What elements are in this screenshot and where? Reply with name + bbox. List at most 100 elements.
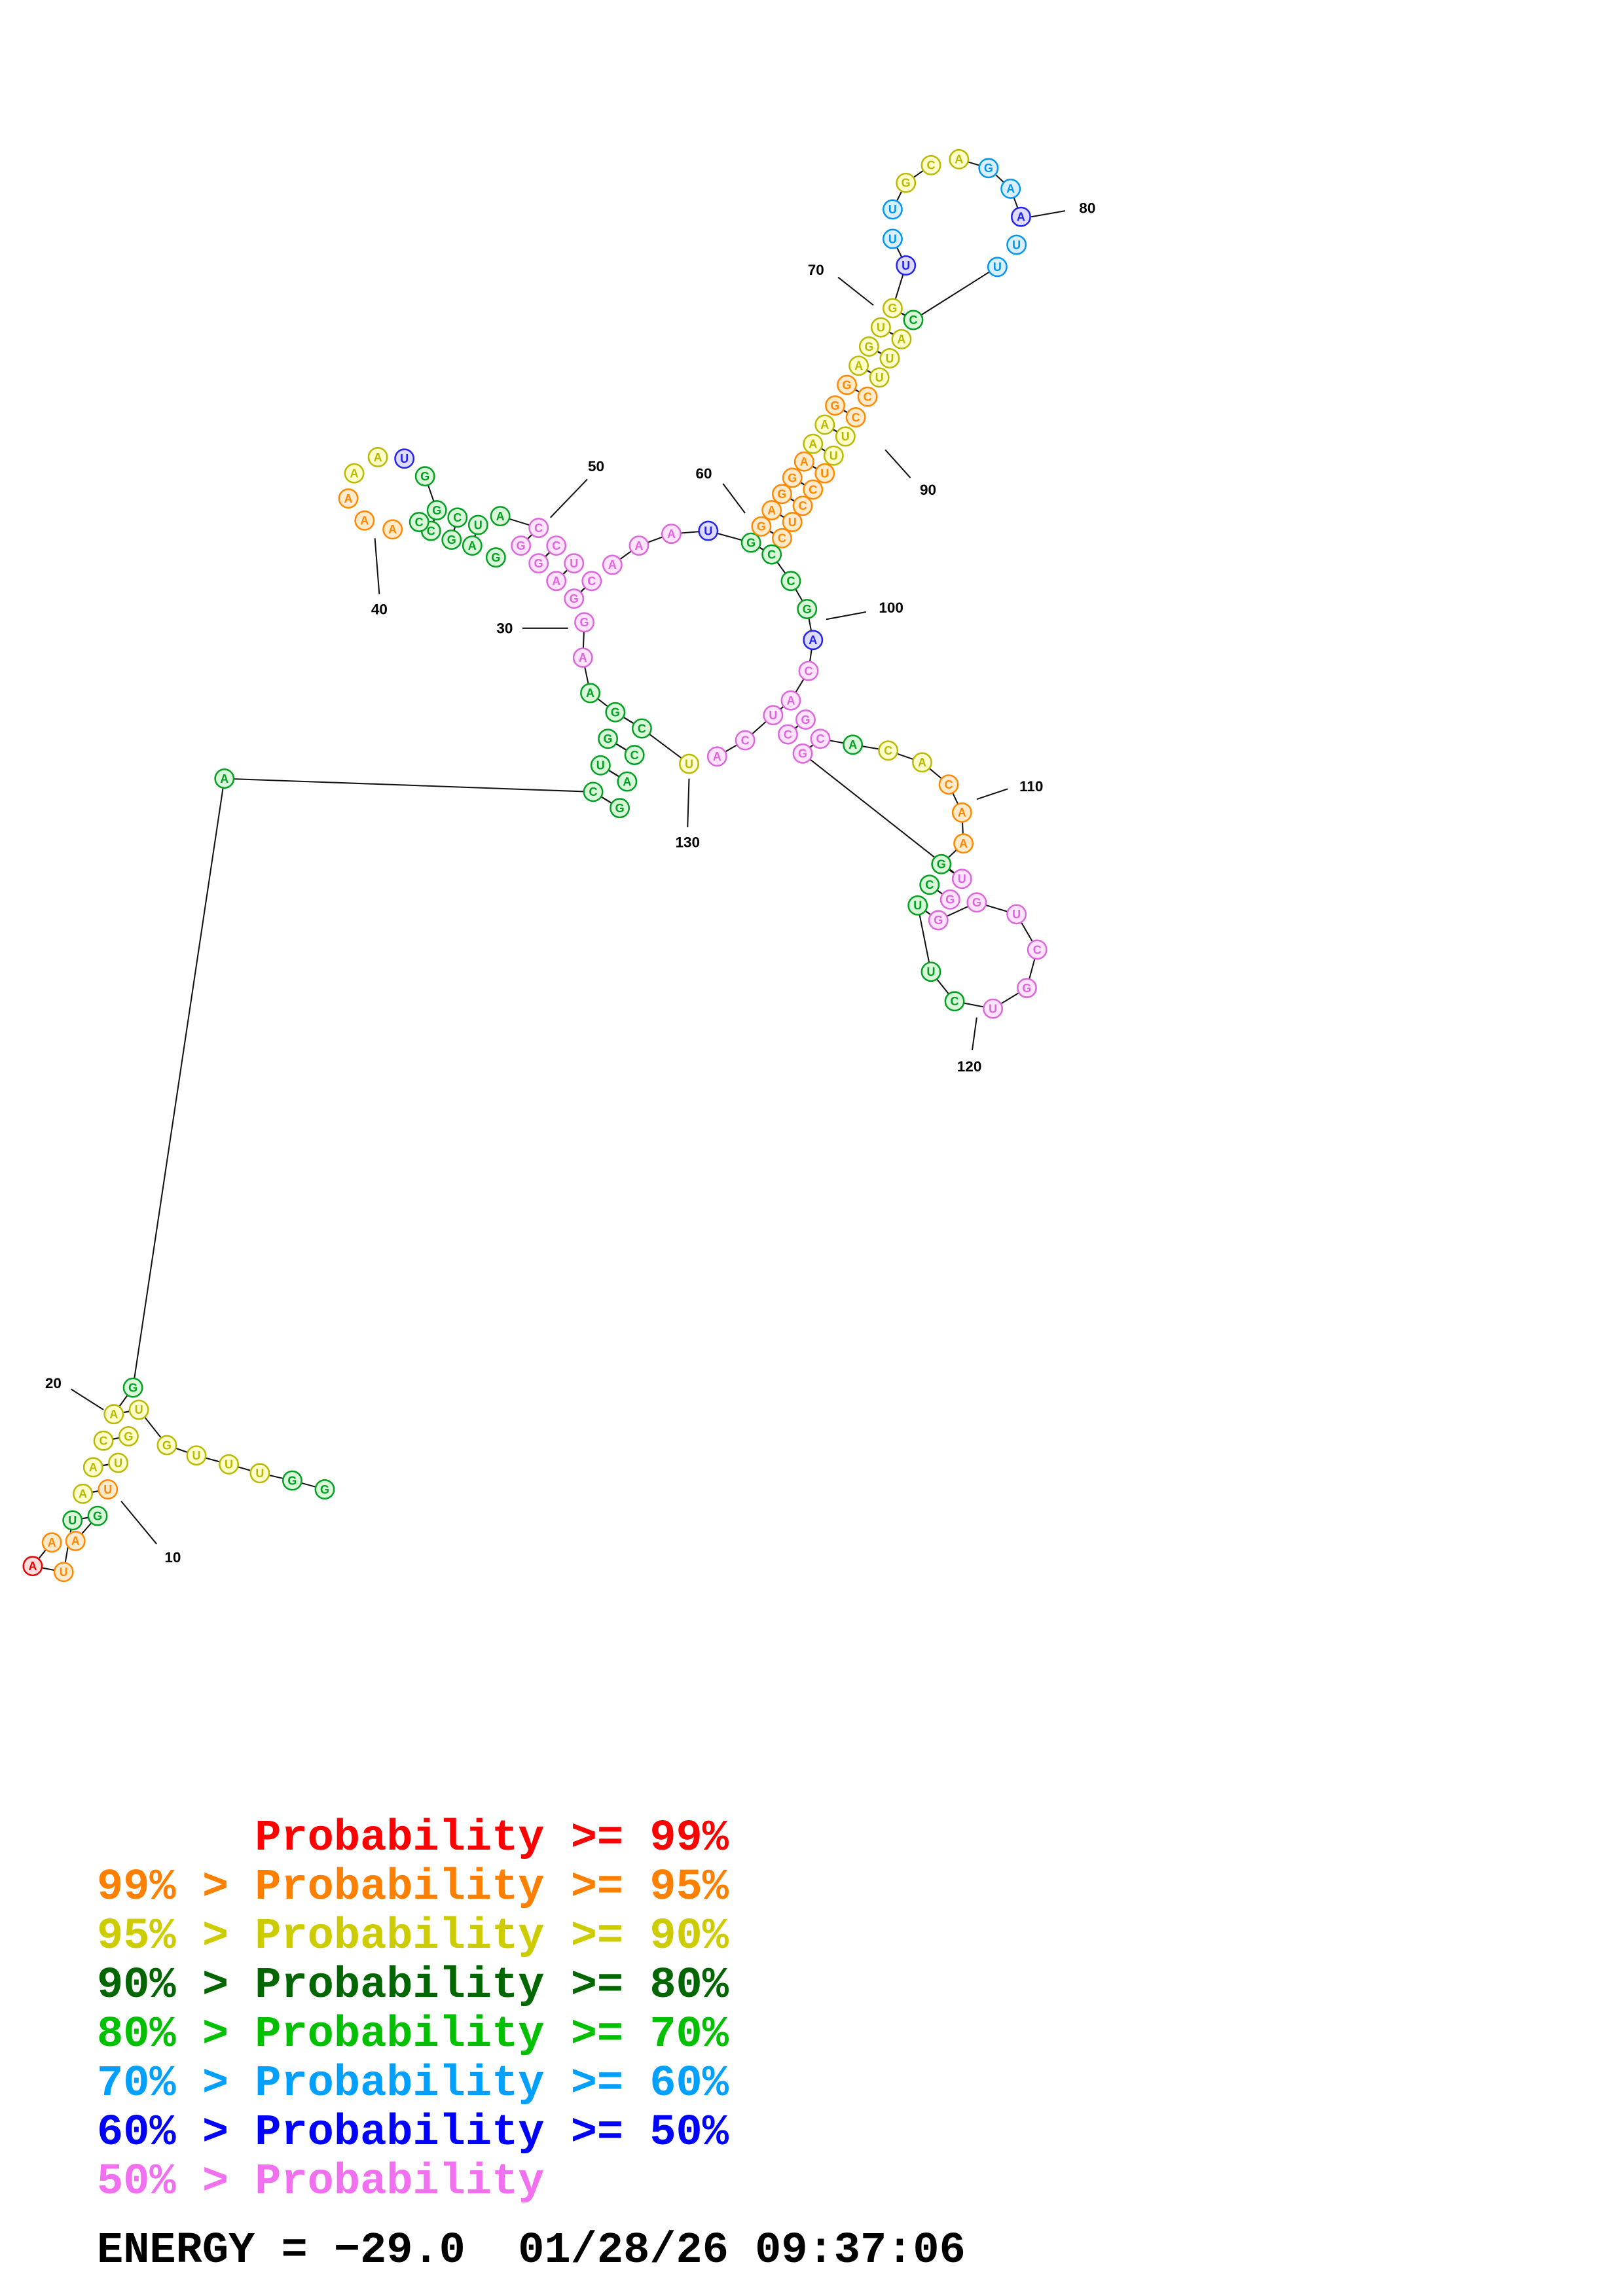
nucleotide-letter: C [415, 516, 424, 529]
label-leader-line [826, 611, 867, 620]
nucleotide-letter: G [746, 536, 756, 549]
nucleotide-G: G [118, 1426, 139, 1446]
nucleotide-A: A [580, 683, 600, 704]
nucleotide-letter: A [820, 418, 829, 431]
nucleotide-U: U [62, 1510, 83, 1531]
nucleotide-letter: G [843, 378, 852, 391]
nucleotide-C: C [772, 528, 792, 548]
nucleotide-letter: A [109, 1408, 118, 1421]
nucleotide-letter: G [798, 747, 807, 761]
nucleotide-letter: A [848, 738, 857, 751]
nucleotide-U: U [564, 553, 585, 574]
nucleotide-letter: A [623, 775, 631, 788]
nucleotide-G: G [795, 709, 816, 730]
nucleotide-letter: U [570, 557, 578, 570]
nucleotide-U: U [879, 348, 900, 368]
nucleotide-G: G [414, 466, 435, 487]
nucleotide-letter: A [468, 539, 477, 552]
nucleotide-U: U [1006, 904, 1027, 925]
nucleotide-letter: G [287, 1474, 297, 1487]
nucleotide-G: G [782, 467, 803, 488]
nucleotide-letter: U [913, 899, 922, 912]
nucleotide-letter: C [816, 732, 825, 745]
legend-line: Probability >= 99% [97, 1814, 729, 1863]
nucleotide-letter: U [474, 518, 483, 531]
nucleotide-letter: U [875, 371, 884, 384]
nucleotide-letter: C [587, 575, 596, 588]
nucleotide-A: A [951, 802, 972, 823]
nucleotide-C: C [93, 1430, 114, 1451]
nucleotide-letter: C [453, 511, 462, 524]
position-label: 90 [920, 482, 936, 498]
label-leader-line [687, 778, 690, 827]
nucleotide-U: U [782, 512, 803, 533]
nucleotide-C: C [761, 544, 782, 565]
nucleotide-letter: G [902, 177, 911, 190]
nucleotide-letter: U [685, 757, 693, 770]
legend-line: 80% > Probability >= 70% [97, 2010, 729, 2060]
nucleotide-G: G [978, 158, 999, 179]
nucleotide-G: G [837, 374, 858, 395]
nucleotide-letter: C [926, 159, 935, 172]
nucleotide-G: G [122, 1377, 143, 1398]
nucleotide-letter: A [786, 694, 795, 708]
nucleotide-U: U [951, 869, 972, 889]
nucleotide-U: U [882, 199, 903, 220]
nucleotide-G: G [939, 889, 960, 910]
label-leader-line [549, 478, 588, 518]
nucleotide-G: G [574, 612, 594, 633]
position-label: 100 [879, 600, 903, 616]
nucleotide-letter: G [611, 706, 620, 719]
nucleotide-G: G [751, 516, 772, 537]
nucleotide-letter: G [757, 520, 766, 533]
nucleotide-A: A [1010, 206, 1031, 227]
position-label: 70 [808, 262, 824, 278]
nucleotide-U: U [882, 228, 903, 249]
nucleotide-letter: G [162, 1439, 172, 1452]
nucleotide-letter: A [388, 523, 397, 536]
nucleotide-G: G [825, 395, 845, 416]
nucleotide-C: C [780, 571, 801, 592]
nucleotide-A: A [761, 500, 782, 520]
nucleotide-A: A [814, 414, 835, 435]
nucleotide-A: A [602, 554, 623, 575]
nucleotide-letter: C [778, 532, 786, 545]
nucleotide-A: A [462, 535, 483, 556]
nucleotide-letter: C [864, 390, 872, 403]
nucleotide-letter: C [552, 539, 560, 552]
nucleotide-U: U [467, 514, 488, 535]
nucleotide-letter: C [534, 522, 543, 535]
nucleotide-letter: C [804, 664, 812, 677]
nucleotide-A: A [354, 510, 375, 531]
nucleotide-letter: C [809, 483, 817, 496]
nucleotide-letter: A [809, 437, 817, 450]
nucleotide-letter: G [984, 162, 993, 175]
nucleotide-letter: A [667, 528, 676, 541]
nucleotide-letter: A [955, 153, 963, 166]
nucleotide-letter: C [945, 778, 953, 791]
nucleotide-letter: U [68, 1514, 77, 1527]
nucleotide-letter: U [888, 203, 897, 216]
nucleotide-C: C [409, 512, 429, 533]
nucleotide-letter: C [852, 411, 860, 424]
position-label: 10 [164, 1549, 181, 1566]
nucleotide-A: A [22, 1556, 43, 1577]
nucleotide-U: U [835, 426, 856, 447]
nucleotide-letter: G [580, 616, 589, 629]
position-label: 20 [45, 1375, 62, 1391]
nucleotide-G: G [928, 910, 949, 931]
nucleotide-letter: G [320, 1483, 329, 1496]
nucleotide-letter: U [885, 352, 894, 365]
nucleotide-U: U [128, 1399, 149, 1420]
nucleotide-U: U [921, 961, 941, 982]
nucleotide-A: A [793, 451, 814, 472]
nucleotide-A: A [706, 746, 727, 767]
nucleotide-letter: A [1006, 183, 1015, 196]
nucleotide-letter: U [877, 321, 885, 334]
nucleotide-G: G [1017, 978, 1037, 998]
nucleotide-C: C [903, 310, 924, 331]
nucleotide-U: U [763, 705, 784, 726]
nucleotide-letter: A [496, 510, 505, 523]
nucleotide-letter: C [427, 524, 435, 537]
nucleotide-letter: G [517, 539, 526, 552]
